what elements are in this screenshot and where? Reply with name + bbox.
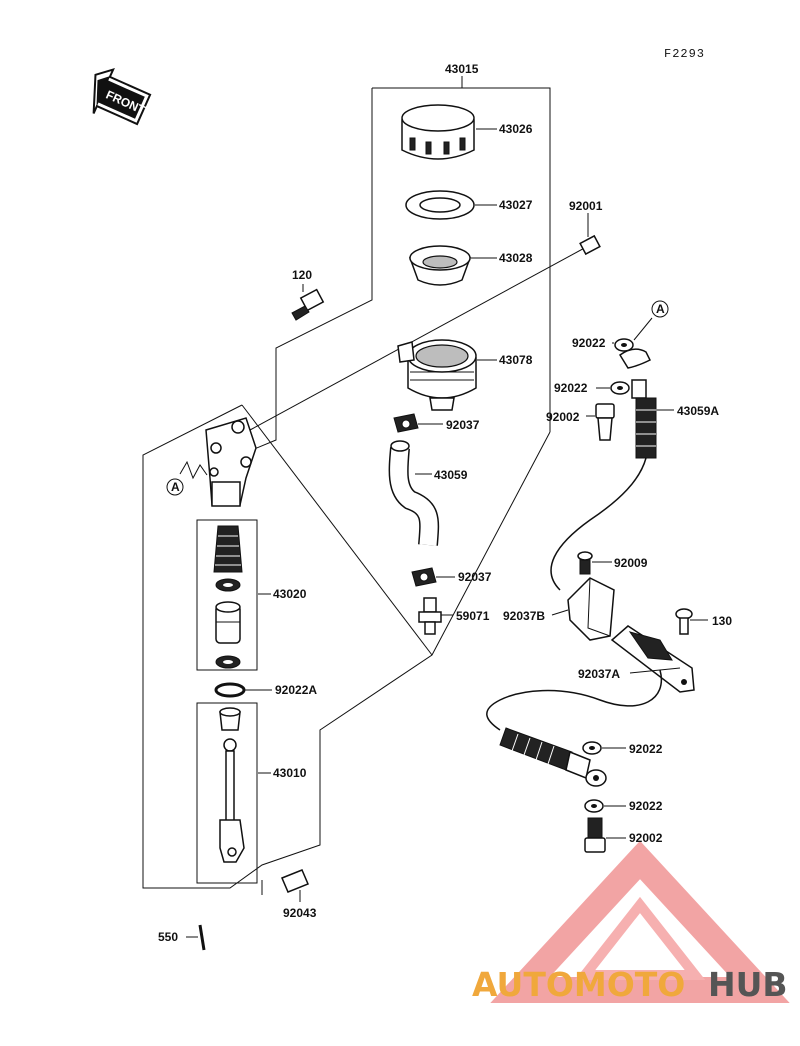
banjo-bolt-92002-top <box>586 403 615 441</box>
callout-92022a: 92022A <box>275 683 317 697</box>
callout-92022-low1: 92022 <box>629 742 663 756</box>
bolt-130 <box>675 608 708 635</box>
ref-mark-a-left: A <box>166 478 184 496</box>
reservoir-body <box>397 339 497 411</box>
washer-92022-low2 <box>584 799 626 813</box>
callout-43059a: 43059A <box>677 404 719 418</box>
brake-hose-upper <box>550 348 674 591</box>
hose-bracket-92037a <box>610 625 695 693</box>
cotter-pin-550 <box>186 924 206 951</box>
callout-59071: 59071 <box>456 609 490 623</box>
watermark-word-2: HUB <box>708 965 788 1004</box>
master-cylinder-body <box>205 417 257 507</box>
callout-92001: 92001 <box>569 199 603 213</box>
callout-92022-mid: 92022 <box>554 381 588 395</box>
fitting-59071 <box>418 597 453 635</box>
callout-130: 130 <box>712 614 732 628</box>
callout-550: 550 <box>158 930 178 944</box>
callout-92037-top: 92037 <box>446 418 480 432</box>
callout-120: 120 <box>292 268 312 282</box>
reservoir-cap <box>401 104 497 160</box>
callout-92043: 92043 <box>283 906 317 920</box>
callout-43010: 43010 <box>273 766 307 780</box>
watermark-text: AUTOMOTO HUB <box>472 965 788 1004</box>
ref-mark-a-right: A <box>651 300 669 318</box>
callout-43059: 43059 <box>434 468 468 482</box>
reservoir-diaphragm <box>408 245 497 286</box>
push-rod <box>219 707 271 863</box>
callout-43015: 43015 <box>445 62 479 76</box>
washer-92022-mid <box>596 381 630 395</box>
callout-labels: 43015 43026 43027 92001 43028 120 92022 … <box>158 62 732 944</box>
callout-92037a: 92037A <box>578 667 620 681</box>
callout-43078: 43078 <box>499 353 533 367</box>
watermark-word-1: AUTOMOTO <box>472 965 685 1004</box>
bolt-120 <box>291 284 325 321</box>
callout-92002-top: 92002 <box>546 410 580 424</box>
bolt-92009 <box>577 551 612 575</box>
figure-code: F2293 <box>664 47 705 61</box>
callout-92037-mid: 92037 <box>458 570 492 584</box>
washer-92022-low1 <box>582 741 626 755</box>
svg-text:A: A <box>171 480 180 494</box>
circlip-92022a <box>214 682 272 698</box>
callout-43020: 43020 <box>273 587 307 601</box>
callout-92009: 92009 <box>614 556 648 570</box>
pin-92043 <box>261 869 309 902</box>
screw-92001 <box>249 213 601 431</box>
front-arrow-icon: FRONT <box>92 67 152 126</box>
callout-92022-top: 92022 <box>572 336 606 350</box>
hose-43059 <box>388 440 440 546</box>
callout-43026: 43026 <box>499 122 533 136</box>
hose-guard-92037b <box>551 577 615 641</box>
watermark-logo-icon <box>490 840 790 1003</box>
assembly-outline <box>142 76 551 889</box>
piston-kit <box>213 525 271 669</box>
callout-92002-low: 92002 <box>629 831 663 845</box>
callout-92022-low2: 92022 <box>629 799 663 813</box>
reservoir-plate <box>405 190 497 220</box>
clamp-92037-top <box>393 413 443 433</box>
brake-hose-lower <box>486 669 663 787</box>
washer-92022-top <box>612 317 653 352</box>
callout-43027: 43027 <box>499 198 533 212</box>
banjo-bolt-92002-low <box>584 817 626 853</box>
callout-43028: 43028 <box>499 251 533 265</box>
clamp-92037-mid <box>411 567 455 587</box>
svg-text:A: A <box>656 302 665 316</box>
callout-92037b: 92037B <box>503 609 545 623</box>
